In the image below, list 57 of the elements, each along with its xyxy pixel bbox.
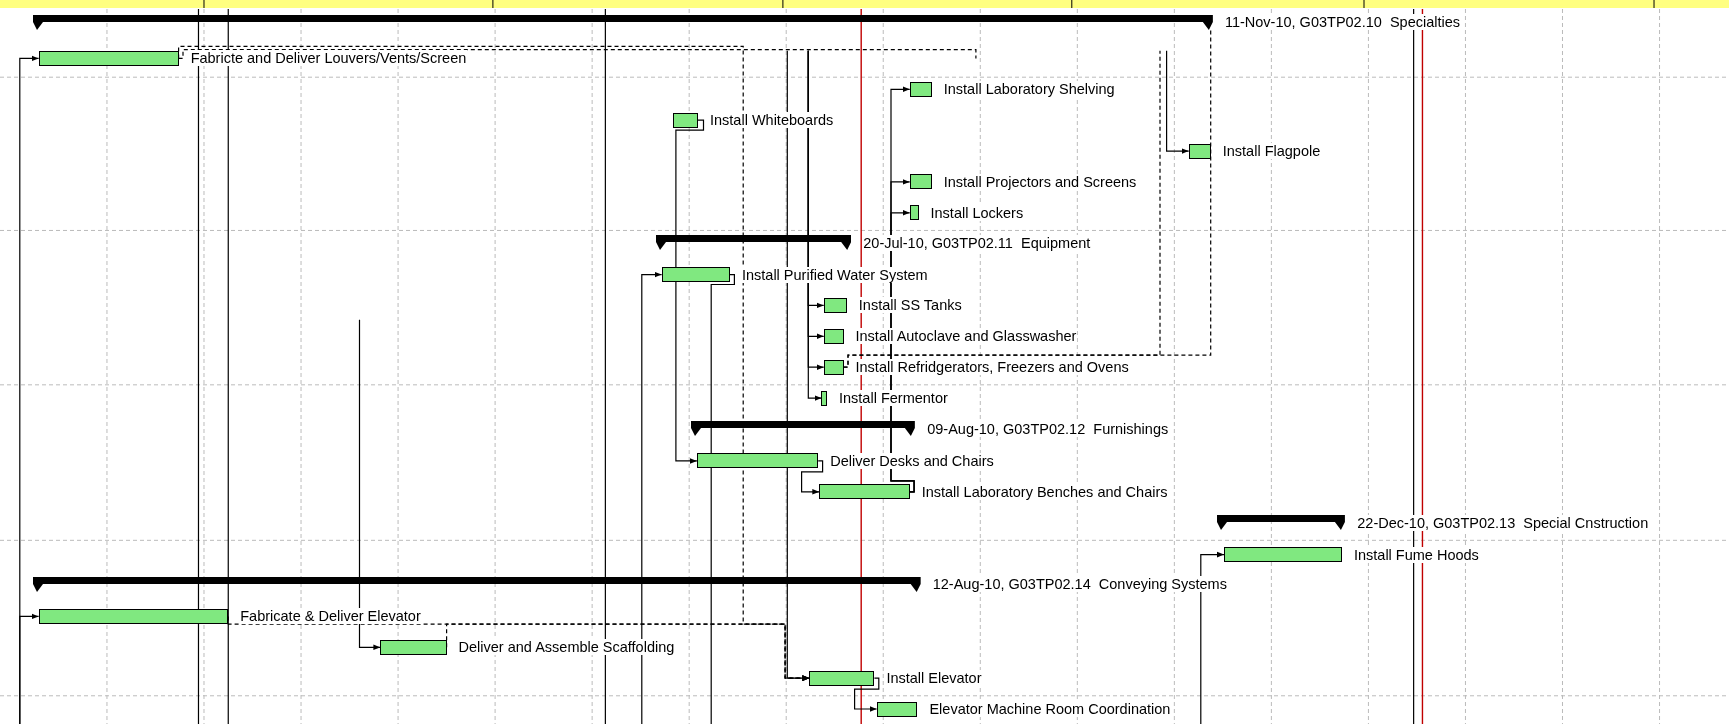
task-bar <box>876 701 918 717</box>
link-arrow <box>675 119 705 464</box>
summary-label: 20-Jul-10, G03TP02.11 Equipment <box>862 234 1092 251</box>
task-label: Deliver Desks and Chairs <box>829 452 995 469</box>
task-bar <box>819 484 910 500</box>
summary-label: 12-Aug-10, G03TP02.14 Conveying Systems <box>931 576 1228 593</box>
task-bar <box>823 328 844 344</box>
link-arrow <box>641 271 663 724</box>
task-label: Install Autoclave and Glasswasher <box>854 328 1078 345</box>
task-label: Install SS Tanks <box>857 297 963 314</box>
task-label: Install Flagpole <box>1221 143 1322 160</box>
task-label: Install Fume Hoods <box>1352 546 1480 563</box>
task-label: Fabricte and Deliver Louvers/Vents/Screen <box>189 50 468 67</box>
task-bar <box>1188 143 1211 159</box>
task-label: Elevator Machine Room Coordination <box>928 701 1172 717</box>
task-bar <box>672 112 698 128</box>
task-label: Deliver and Assemble Scaffolding <box>457 639 676 656</box>
link-arrow <box>1166 50 1190 154</box>
task-label: Install Refridgerators, Freezers and Ovens <box>854 359 1130 376</box>
task-bar <box>823 297 847 313</box>
summary-bar <box>691 421 916 437</box>
task-bar <box>821 390 827 406</box>
link-arrow <box>1200 551 1225 724</box>
task-bar <box>38 50 179 66</box>
summary-label: 11-Nov-10, G03TP02.10 Specialties <box>1223 14 1462 31</box>
task-bar <box>380 639 447 655</box>
dashed-link-arrow <box>178 45 810 681</box>
summary-bar <box>656 235 852 251</box>
task-bar <box>909 205 919 221</box>
task-label: Install Projectors and Screens <box>942 173 1138 190</box>
summary-bar <box>33 14 1213 30</box>
task-bar <box>909 174 932 190</box>
link-arrow <box>786 50 810 681</box>
task-bar <box>909 81 932 97</box>
task-label: Install Laboratory Shelving <box>942 81 1116 98</box>
link-arrow <box>358 319 381 651</box>
task-bar <box>696 453 819 469</box>
link-arrow <box>854 677 880 712</box>
task-bar <box>38 608 229 624</box>
task-bar <box>823 359 844 375</box>
link-arrow <box>801 460 824 495</box>
link-arrow <box>807 50 823 401</box>
task-label: Install Purified Water System <box>740 266 929 283</box>
summary-label: 22-Dec-10, G03TP02.13 Special Cnstruction <box>1356 514 1650 531</box>
summary-label: 09-Aug-10, G03TP02.12 Furnishings <box>926 420 1170 437</box>
task-bar <box>1223 547 1342 563</box>
task-label: Install Lockers <box>929 204 1025 221</box>
task-bar <box>809 670 875 686</box>
task-bar <box>661 267 730 283</box>
task-label: Install Fermentor <box>838 390 949 407</box>
summary-bar <box>33 576 921 592</box>
link-arrow <box>19 613 40 724</box>
task-label: Install Elevator <box>885 670 983 687</box>
task-label: Install Laboratory Benches and Chairs <box>920 483 1169 500</box>
summary-bar <box>1217 515 1346 531</box>
task-label: Install Whiteboards <box>709 112 835 129</box>
task-label: Fabricate & Deliver Elevator <box>239 608 422 625</box>
